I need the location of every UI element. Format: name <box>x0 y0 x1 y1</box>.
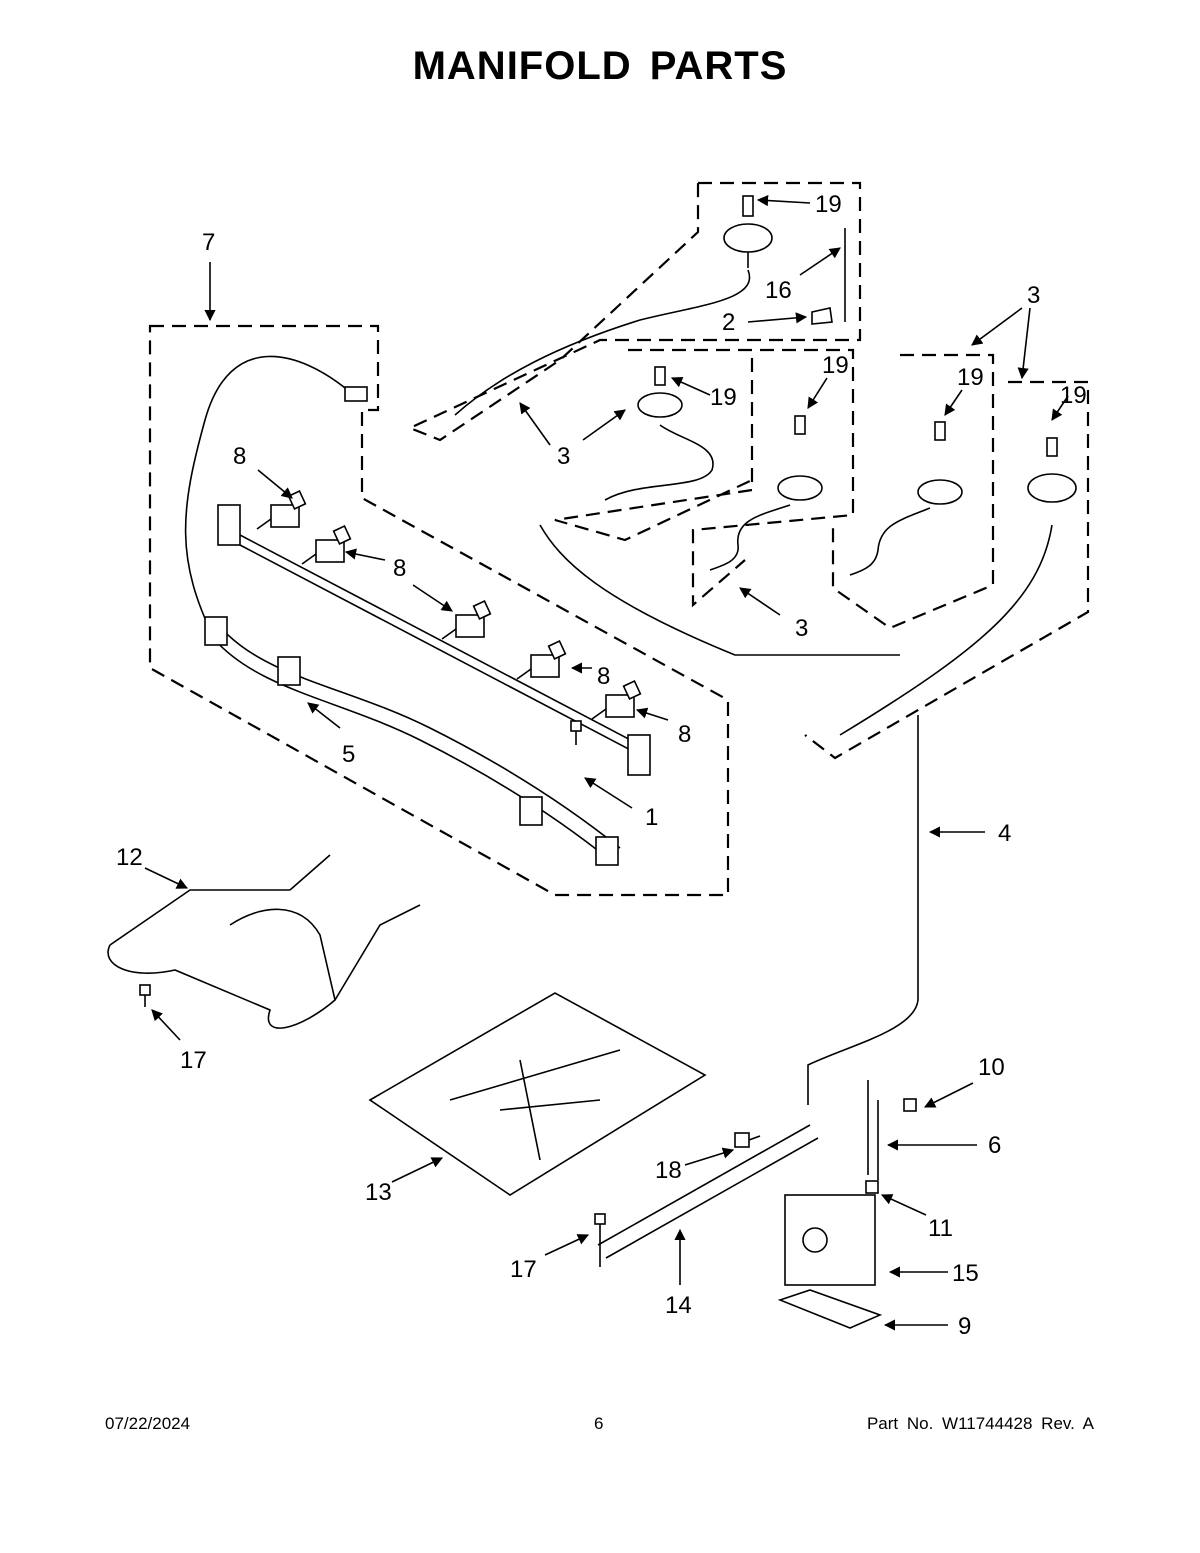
igniter-6 <box>867 1080 879 1180</box>
bracket-clip <box>277 656 301 686</box>
burner-head-a <box>637 366 683 418</box>
bracket-strip <box>214 639 611 861</box>
supply-tube-d <box>839 524 1053 736</box>
screw-1 <box>570 720 582 745</box>
supply-tube-top <box>454 269 751 416</box>
dashed-outlines <box>148 181 1090 897</box>
group-outline-burner-c <box>831 353 995 630</box>
safety-valve-15 <box>784 1194 876 1286</box>
callout-8-b: 8 <box>393 555 406 582</box>
manifold-bracket-right <box>627 734 651 776</box>
callout-4: 4 <box>998 820 1011 847</box>
callout-3-mid: 3 <box>557 443 570 470</box>
group-outline-top-burner <box>407 181 862 442</box>
callout-8-d: 8 <box>678 721 691 748</box>
bake-element-lead <box>289 854 421 1001</box>
callout-5: 5 <box>342 741 355 768</box>
bracket-clip <box>204 616 228 646</box>
group-outline-burner-a <box>554 348 754 542</box>
callout-19-d: 19 <box>1060 382 1087 409</box>
callout-19-top: 19 <box>815 191 842 218</box>
page-title: MANIFOLD PARTS <box>412 44 788 88</box>
callout-8-a: 8 <box>233 443 246 470</box>
callout-16: 16 <box>765 277 792 304</box>
supply-tube-b <box>709 504 791 571</box>
callout-12: 12 <box>116 844 143 871</box>
callout-18: 18 <box>655 1157 682 1184</box>
callout-15: 15 <box>952 1260 979 1287</box>
footer-page-number: 6 <box>594 1414 604 1433</box>
safety-valve-port <box>802 1227 828 1253</box>
flame-spreader-cross <box>449 1049 621 1161</box>
burner-valve <box>516 640 567 680</box>
callout-17-left: 17 <box>180 1047 207 1074</box>
burner-valve <box>441 600 492 640</box>
leader-lines <box>144 194 1069 1331</box>
bake-element-12 <box>107 889 336 1029</box>
wire-connector <box>344 386 368 402</box>
group-outline-burner-d <box>804 380 1090 760</box>
supply-tube-a <box>604 424 714 501</box>
gas-supply-tube-4 <box>807 715 919 1105</box>
footer-part-number: Part No. W11744428 Rev. A <box>866 1414 1094 1433</box>
callout-8-c: 8 <box>597 663 610 690</box>
part-drawings <box>107 195 1077 1329</box>
burner-tube-14 <box>597 1124 819 1259</box>
burner-valves <box>256 490 642 720</box>
burner-valve <box>591 680 642 720</box>
clip-2 <box>811 307 833 325</box>
callout-labels: 19 7 16 2 3 19 19 19 19 8 8 8 8 3 3 5 8 … <box>116 191 1087 1340</box>
callout-7: 7 <box>202 229 215 256</box>
bracket-clip <box>519 796 543 826</box>
callout-11: 11 <box>928 1215 953 1242</box>
burner-head-top <box>723 195 773 268</box>
burner-valve <box>256 490 307 530</box>
callout-19-c: 19 <box>957 364 984 391</box>
crossover-tube <box>539 524 900 656</box>
wire-harness <box>184 355 351 641</box>
orifice-18 <box>734 1132 761 1148</box>
bracket-clip <box>595 836 619 866</box>
bracket-strip-b <box>224 631 621 849</box>
callout-14: 14 <box>665 1292 692 1319</box>
supply-tube-c <box>849 507 931 576</box>
manifold-bracket-left <box>217 504 241 546</box>
screw-17-right <box>594 1213 606 1267</box>
callout-1: 1 <box>645 804 658 831</box>
burner-head-d <box>1027 437 1077 503</box>
callout-3-top-right: 3 <box>1027 282 1040 309</box>
burner-head-b <box>777 415 823 501</box>
screw-11 <box>865 1180 879 1194</box>
callout-17-right: 17 <box>510 1256 537 1283</box>
footer-date: 07/22/2024 <box>105 1414 191 1433</box>
callout-13: 13 <box>365 1179 392 1206</box>
screw-10 <box>903 1098 917 1112</box>
callout-19-b: 19 <box>822 352 849 379</box>
callout-6: 6 <box>988 1132 1001 1159</box>
manifold-rail-bottom <box>239 544 641 756</box>
screw-17-left <box>139 984 151 1007</box>
group-outline-7 <box>148 324 730 897</box>
callout-19-a: 19 <box>710 384 737 411</box>
callout-2: 2 <box>722 309 735 336</box>
group-outline-burner-b <box>691 348 855 608</box>
callout-10: 10 <box>978 1054 1005 1081</box>
callout-9: 9 <box>958 1313 971 1340</box>
burner-valve <box>301 525 352 565</box>
flame-spreader-13 <box>368 992 707 1196</box>
bracket-plate-9 <box>777 1289 883 1329</box>
manifold-rail-top <box>239 534 641 746</box>
callout-3-bottom: 3 <box>795 615 808 642</box>
burner-head-c <box>917 421 963 505</box>
